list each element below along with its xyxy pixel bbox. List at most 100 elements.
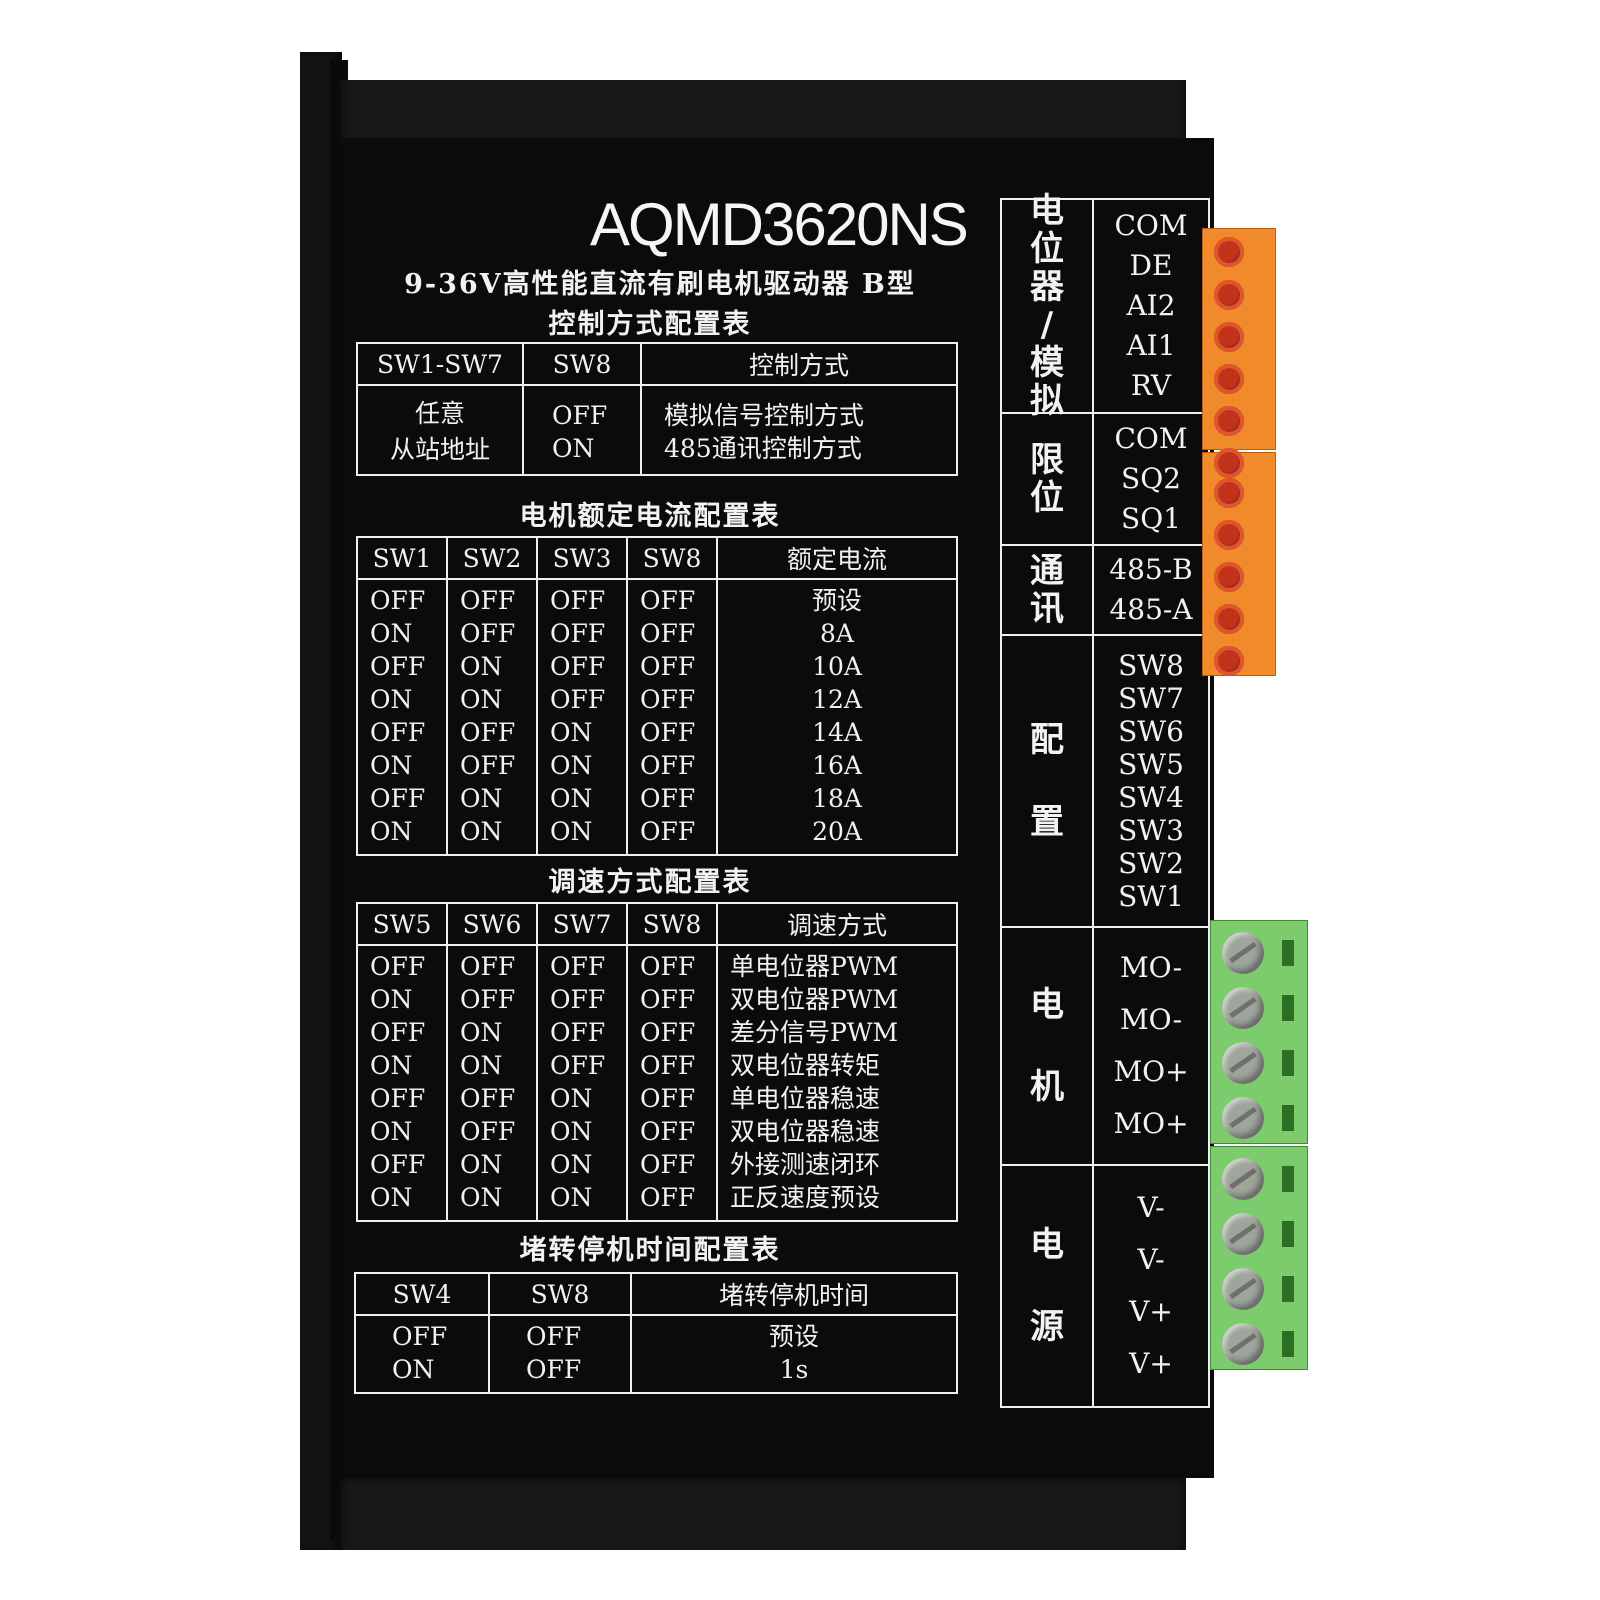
header-control-mode: 控制方式: [640, 342, 958, 386]
terminal-group-label: 电位器/模拟: [1002, 192, 1094, 420]
pin-label: SW3: [1118, 814, 1184, 847]
terminal-pin-list: V-V-V+V+: [1094, 1166, 1208, 1406]
screw-terminal-icon[interactable]: [1222, 1042, 1264, 1084]
stall_table-cell: OFF: [488, 1353, 632, 1393]
header-sw8: SW8: [522, 342, 642, 386]
cell-sw1-sw7-any: 任意从站地址: [356, 385, 524, 475]
stall_table-header-2: 堵转停机时间: [630, 1272, 958, 1316]
label-char: 通: [1030, 551, 1064, 591]
current_table-cell: OFF: [536, 650, 628, 683]
wire-slot-icon: [1282, 1331, 1294, 1357]
current_table-cell: 14A: [716, 716, 958, 749]
cell-sw8-values: OFF ON: [522, 385, 642, 475]
signal-pin-hole-icon[interactable]: [1214, 562, 1244, 592]
current_table-cell: ON: [536, 782, 628, 815]
current_table-cell: 20A: [716, 815, 958, 855]
speed_table-cell: OFF: [626, 1181, 718, 1221]
signal-pin-hole-icon[interactable]: [1214, 478, 1244, 508]
cell-control-modes: 模拟信号控制方式 485通讯控制方式: [640, 385, 958, 475]
label-char: 讯: [1030, 589, 1064, 629]
heatsink-bottom-fin: [340, 1468, 1186, 1550]
signal-pin-hole-icon[interactable]: [1214, 520, 1244, 550]
label-char: 电: [1030, 191, 1064, 231]
current_table-header-2: SW3: [536, 536, 628, 580]
stall_table-header-0: SW4: [354, 1272, 490, 1316]
current_table-cell: OFF: [536, 683, 628, 716]
pin-label: DE: [1129, 249, 1173, 282]
signal-pin-hole-icon[interactable]: [1214, 322, 1244, 352]
screw-terminal-icon[interactable]: [1222, 1097, 1264, 1139]
current_table-cell: ON: [446, 650, 538, 683]
screw-terminal-icon[interactable]: [1222, 1323, 1264, 1365]
speed-table-title: 调速方式配置表: [548, 867, 752, 898]
pin-label: AI2: [1126, 289, 1176, 322]
screw-terminal-icon[interactable]: [1222, 932, 1264, 974]
speed_table-cell: OFF: [446, 945, 538, 983]
label-char: 模: [1030, 343, 1064, 383]
screw-terminal-icon[interactable]: [1222, 1213, 1264, 1255]
speed_table-cell: OFF: [626, 1082, 718, 1115]
pin-label: V-: [1137, 1243, 1165, 1276]
speed_table-cell: ON: [356, 1181, 448, 1221]
signal-pin-hole-icon[interactable]: [1214, 646, 1244, 676]
pin-label: SQ1: [1121, 502, 1181, 535]
current_table-cell: 18A: [716, 782, 958, 815]
signal-pin-hole-icon[interactable]: [1214, 280, 1244, 310]
speed_table-cell: ON: [356, 1115, 448, 1148]
speed_table-cell: ON: [356, 983, 448, 1016]
current_table-cell: OFF: [626, 579, 718, 617]
pin-label: RV: [1130, 369, 1172, 402]
header-sw1-sw7: SW1-SW7: [356, 342, 524, 386]
speed_table-cell: 正反速度预设: [716, 1181, 958, 1221]
current_table-header-3: SW8: [626, 536, 718, 580]
terminal-group-label: 电源: [1002, 1166, 1094, 1406]
speed_table-cell: OFF: [626, 1016, 718, 1049]
signal-pin-hole-icon[interactable]: [1214, 604, 1244, 634]
current_table-header-1: SW2: [446, 536, 538, 580]
current_table-cell: ON: [536, 815, 628, 855]
current_table-cell: OFF: [626, 815, 718, 855]
mode-485: 485通讯控制方式: [664, 434, 862, 463]
screw-terminal-icon[interactable]: [1222, 1158, 1264, 1200]
signal-pin-hole-icon[interactable]: [1214, 448, 1244, 478]
speed_table-cell: ON: [536, 1148, 628, 1181]
sw8-on: ON: [552, 434, 595, 463]
signal-pin-hole-icon[interactable]: [1214, 364, 1244, 394]
current_table-cell: OFF: [356, 716, 448, 749]
sw8-off: OFF: [552, 401, 608, 430]
signal-pin-hole-icon[interactable]: [1214, 406, 1244, 436]
speed_table-cell: 单电位器稳速: [716, 1082, 958, 1115]
stall_table-cell: ON: [354, 1353, 490, 1393]
pin-label: SW6: [1118, 715, 1184, 748]
label-char: /: [1040, 305, 1054, 345]
label-char: 电: [1030, 1225, 1064, 1265]
current_table-cell: OFF: [626, 617, 718, 650]
speed_table-cell: OFF: [626, 983, 718, 1016]
screw-terminal-icon[interactable]: [1222, 987, 1264, 1029]
product-subtitle: 9-36V高性能直流有刷电机驱动器 B型: [404, 269, 916, 300]
current_table-header-4: 额定电流: [716, 536, 958, 580]
current_table-cell: OFF: [446, 579, 538, 617]
stall_table-cell: 1s: [630, 1353, 958, 1393]
current_table-cell: OFF: [446, 617, 538, 650]
address-line: 任意: [414, 399, 465, 428]
speed_table-cell: OFF: [356, 1016, 448, 1049]
screw-terminal-icon[interactable]: [1222, 1268, 1264, 1310]
current_table-cell: ON: [536, 749, 628, 782]
current_table-cell: ON: [356, 815, 448, 855]
speed_table-cell: ON: [356, 1049, 448, 1082]
signal-pin-hole-icon[interactable]: [1214, 237, 1244, 267]
